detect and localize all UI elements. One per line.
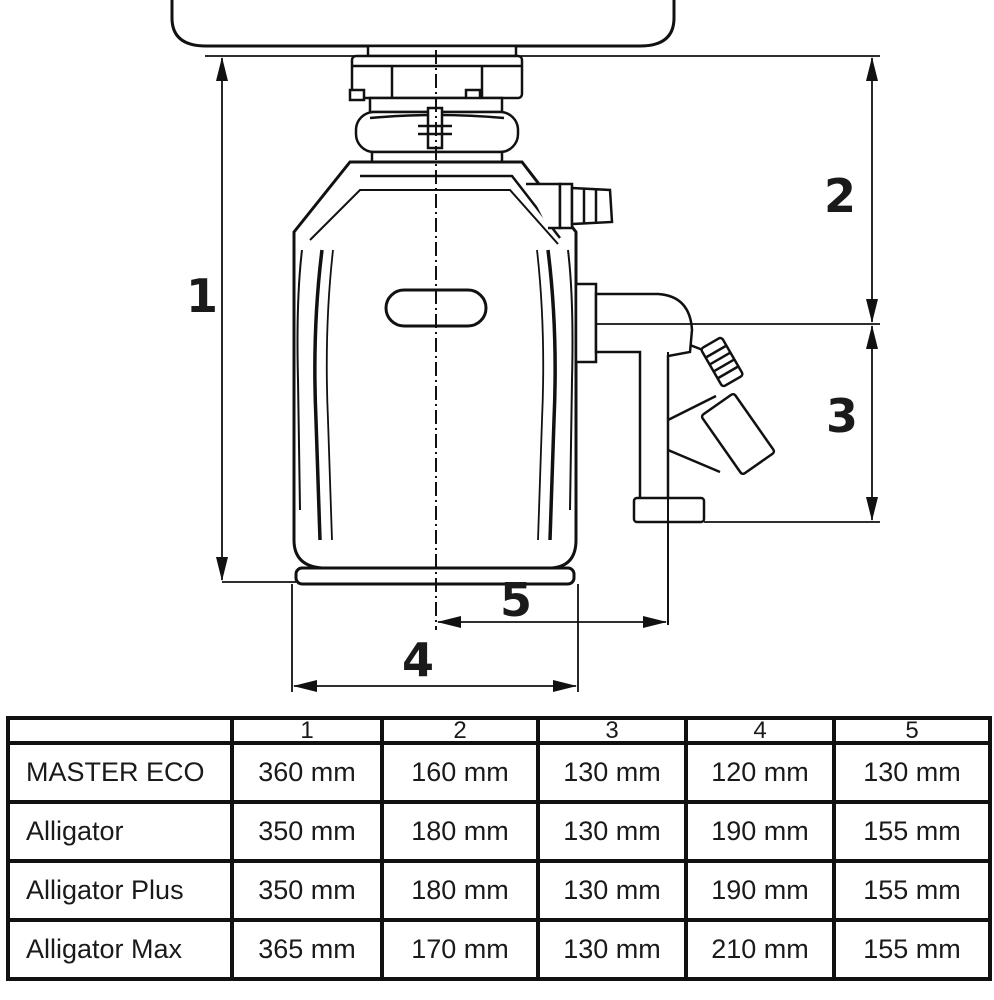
- table-row: Alligator 350 mm 180 mm 130 mm 190 mm 15…: [6, 800, 992, 863]
- header-dimension-1: 1: [230, 716, 384, 745]
- dimension-label-3: 3: [826, 389, 858, 443]
- table-cell: 130 mm: [536, 800, 688, 863]
- table-cell: 350 mm: [230, 859, 384, 922]
- dimensions-table: 1 2 3 4 5 MASTER ECO 360 mm 160 mm 130 m…: [6, 716, 992, 981]
- table-cell: 350 mm: [230, 800, 384, 863]
- extension-lines: [205, 55, 880, 692]
- table-cell: 210 mm: [684, 918, 836, 981]
- table-cell: 155 mm: [832, 918, 992, 981]
- table-cell: 180 mm: [380, 800, 540, 863]
- table-cell: 155 mm: [832, 859, 992, 922]
- table-cell: 130 mm: [536, 859, 688, 922]
- table-cell: 170 mm: [380, 918, 540, 981]
- table-row: MASTER ECO 360 mm 160 mm 130 mm 120 mm 1…: [6, 741, 992, 804]
- table-row: Alligator Plus 350 mm 180 mm 130 mm 190 …: [6, 859, 992, 922]
- discharge-outlet: [574, 282, 776, 524]
- header-dimension-5: 5: [832, 716, 992, 745]
- table-header-row: 1 2 3 4 5: [6, 716, 992, 745]
- disposer-dimension-diagram: 1 2 3 4 5: [170, 0, 880, 692]
- header-dimension-3: 3: [536, 716, 688, 745]
- header-model: [6, 716, 234, 745]
- table-cell: 130 mm: [832, 741, 992, 804]
- dishwasher-inlet: [526, 182, 614, 230]
- table-cell: 130 mm: [536, 918, 688, 981]
- sink-bowl: [170, 0, 676, 48]
- dimension-label-2: 2: [824, 169, 856, 223]
- model-name: MASTER ECO: [6, 741, 234, 804]
- dimension-arrows: [216, 57, 878, 692]
- header-dimension-4: 4: [684, 716, 836, 745]
- table-cell: 120 mm: [684, 741, 836, 804]
- table-cell: 190 mm: [684, 859, 836, 922]
- model-name: Alligator Plus: [6, 859, 234, 922]
- table-cell: 180 mm: [380, 859, 540, 922]
- table-cell: 130 mm: [536, 741, 688, 804]
- table-cell: 365 mm: [230, 918, 384, 981]
- table-row: Alligator Max 365 mm 170 mm 130 mm 210 m…: [6, 918, 992, 981]
- model-name: Alligator: [6, 800, 234, 863]
- table-cell: 155 mm: [832, 800, 992, 863]
- dimension-label-5: 5: [500, 573, 532, 627]
- table-cell: 360 mm: [230, 741, 384, 804]
- model-name: Alligator Max: [6, 918, 234, 981]
- table-cell: 190 mm: [684, 800, 836, 863]
- table-cell: 160 mm: [380, 741, 540, 804]
- dimension-label-1: 1: [186, 269, 218, 323]
- dimension-label-4: 4: [402, 633, 434, 687]
- header-dimension-2: 2: [380, 716, 540, 745]
